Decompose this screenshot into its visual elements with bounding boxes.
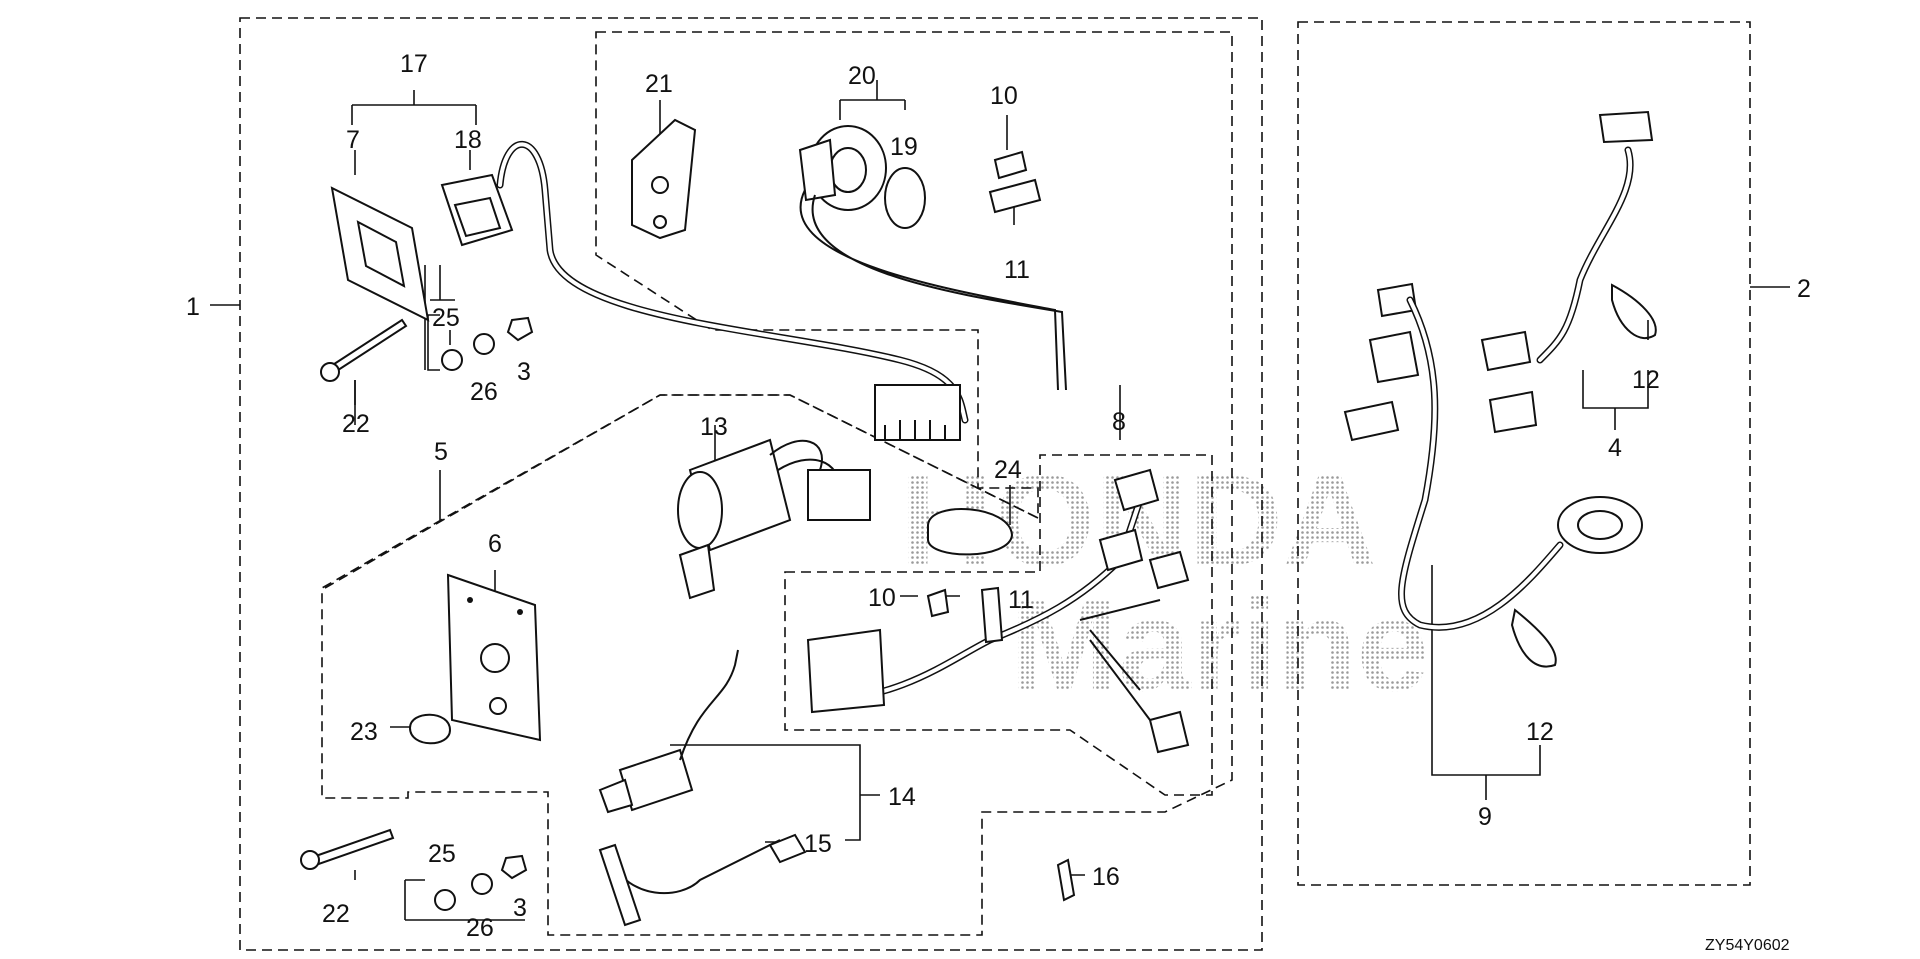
callout-21: 21 <box>645 70 673 98</box>
callout-8: 8 <box>1112 408 1126 436</box>
callout-25-top: 25 <box>432 304 460 332</box>
part-23-nut <box>408 713 452 745</box>
diagram-code: ZY54Y0602 <box>1705 937 1790 954</box>
part-11-sleeve-mid <box>980 586 1004 644</box>
callout-19: 19 <box>890 133 918 161</box>
callout-12-top: 12 <box>1632 366 1660 394</box>
callout-12-bottom: 12 <box>1526 718 1554 746</box>
part-16-clip <box>1056 858 1076 902</box>
key-switch-box <box>324 394 1039 589</box>
part-4-harness <box>1480 110 1654 434</box>
callout-11-mid: 11 <box>1008 586 1034 614</box>
part-6-panel <box>446 573 542 742</box>
callout-17: 17 <box>400 50 428 78</box>
leader-lines <box>210 80 1790 921</box>
watermark-line2: Marine <box>1010 572 1429 718</box>
callout-9: 9 <box>1478 803 1492 831</box>
callout-6: 6 <box>488 530 502 558</box>
callout-22-top: 22 <box>342 410 370 438</box>
callout-7: 7 <box>346 126 360 154</box>
part-15-lanyard <box>598 833 807 927</box>
callout-18: 18 <box>454 126 482 154</box>
part-10-screw-top <box>993 150 1028 180</box>
connector-cluster-top <box>874 384 961 441</box>
callout-10-top: 10 <box>990 82 1018 110</box>
assembly-1-box <box>239 17 1263 951</box>
callout-3-bottom: 3 <box>513 894 527 922</box>
part-22-bolt-bottom <box>300 828 395 870</box>
part-14-stop-switch <box>598 649 739 814</box>
part-12-clip-bottom <box>1510 608 1557 668</box>
part-21-bracket <box>631 118 697 240</box>
callout-13: 13 <box>700 413 728 441</box>
callout-22-bottom: 22 <box>322 900 350 928</box>
part-12-clip-top <box>1611 283 1657 340</box>
callout-20: 20 <box>848 62 876 90</box>
callout-16: 16 <box>1092 863 1120 891</box>
part-24-clip <box>927 508 1014 556</box>
callout-26-top: 26 <box>470 378 498 406</box>
part-9-harness <box>1343 282 1643 631</box>
callout-2: 2 <box>1797 275 1811 303</box>
part-19-cap <box>884 167 926 229</box>
assembly-2-box <box>1297 21 1751 886</box>
part-20-buzzer <box>798 125 1067 391</box>
callout-labels: 1 2 3 3 4 5 6 7 8 9 10 10 11 11 12 12 13… <box>186 50 1811 942</box>
washers-top <box>441 316 534 371</box>
callout-26-bottom: 26 <box>466 914 494 942</box>
callout-14: 14 <box>888 783 916 811</box>
callout-5: 5 <box>434 438 448 466</box>
washers-bottom <box>434 854 528 911</box>
callout-15: 15 <box>804 830 832 858</box>
part-7-gasket <box>330 186 430 322</box>
assembly-boxes <box>239 17 1751 951</box>
part-13-key-switch <box>677 438 871 600</box>
callout-10-mid: 10 <box>868 584 896 612</box>
part-10-screw-mid <box>926 588 950 618</box>
callout-3-top: 3 <box>517 358 531 386</box>
callout-25-bottom: 25 <box>428 840 456 868</box>
harness-8-box <box>784 454 1213 796</box>
callout-24: 24 <box>994 456 1022 484</box>
callout-4: 4 <box>1608 434 1622 462</box>
part-22-bolt-top <box>320 318 408 382</box>
part-11-sleeve-top <box>988 178 1042 214</box>
callout-23: 23 <box>350 718 378 746</box>
callout-11-top: 11 <box>1004 256 1030 284</box>
callout-1: 1 <box>186 293 200 321</box>
part-18-switch <box>440 140 969 424</box>
